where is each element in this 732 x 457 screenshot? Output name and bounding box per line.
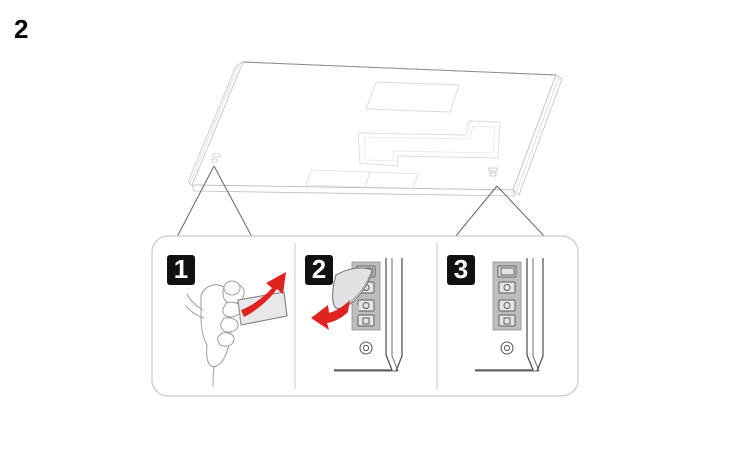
callout-leader-lines — [176, 165, 546, 238]
panel-3-badge: 3 — [447, 254, 475, 285]
tv-right-connector-mark — [488, 167, 498, 177]
hand-wrist-line-3 — [212, 365, 215, 387]
panel-2-badge: 2 — [305, 254, 333, 285]
round-jack-2 — [359, 341, 373, 355]
port-round-2-inner-3 — [503, 302, 511, 309]
port-rectangular-inner-3 — [500, 267, 515, 276]
tv-cable-channel-inner — [363, 125, 496, 162]
finger-middle — [222, 301, 242, 318]
port-round-2-3 — [498, 299, 516, 312]
tv-bezel-edge-2 — [334, 258, 403, 372]
port-round-1-inner-3 — [503, 284, 511, 291]
panel-1-badge-label: 1 — [174, 254, 188, 284]
connector-port-strip-3 — [492, 261, 522, 355]
panel-2: 2 — [305, 254, 403, 372]
tv-left-edge-inner — [189, 63, 240, 184]
port-square-inner-2 — [362, 317, 370, 325]
tv-bezel-edge-3 — [475, 258, 544, 372]
panel-3-badge-label: 3 — [454, 254, 468, 284]
tv-back-surface — [191, 61, 557, 191]
port-round-2-2 — [357, 299, 375, 312]
port-round-2-inner-2 — [362, 302, 370, 309]
leader-line-left-outer — [176, 165, 215, 238]
tv-right-edge-inner — [515, 76, 560, 194]
round-jack-3 — [500, 341, 514, 355]
finger-little — [217, 332, 235, 347]
panel-3: 3 — [447, 254, 544, 372]
tv-left-connector-mark — [211, 153, 221, 163]
leader-line-left-inner — [213, 165, 253, 238]
hand-illustration — [185, 280, 245, 387]
port-square-inner-3 — [503, 317, 511, 325]
red-arrow-up-right — [241, 272, 286, 317]
tv-top-edge — [242, 61, 557, 76]
page-step-number: 2 — [14, 14, 28, 44]
hand-wrist-line-1 — [186, 293, 204, 311]
hand-wrist-line-2 — [185, 305, 205, 319]
leader-line-right-outer — [496, 185, 546, 238]
panel-1: 1 — [167, 254, 288, 387]
leader-line-right-inner — [454, 185, 498, 238]
finger-ring — [220, 317, 239, 333]
tv-stand-mount-right — [364, 171, 419, 189]
panel-1-badge: 1 — [167, 254, 195, 285]
panel-2-badge-label: 2 — [312, 254, 326, 284]
peeling-film — [332, 267, 373, 318]
port-round-1-3 — [498, 281, 516, 294]
tv-cable-channel-outer — [357, 120, 501, 167]
finger-knuckle — [223, 280, 241, 296]
port-square-3 — [498, 314, 516, 327]
tv-top-recess — [365, 81, 460, 113]
port-rectangular-3 — [497, 265, 517, 278]
tv-bottom-edge — [191, 184, 516, 197]
port-square-2 — [357, 314, 375, 327]
tv-rear-panel — [187, 61, 563, 197]
red-arrow-up-left — [311, 300, 350, 330]
